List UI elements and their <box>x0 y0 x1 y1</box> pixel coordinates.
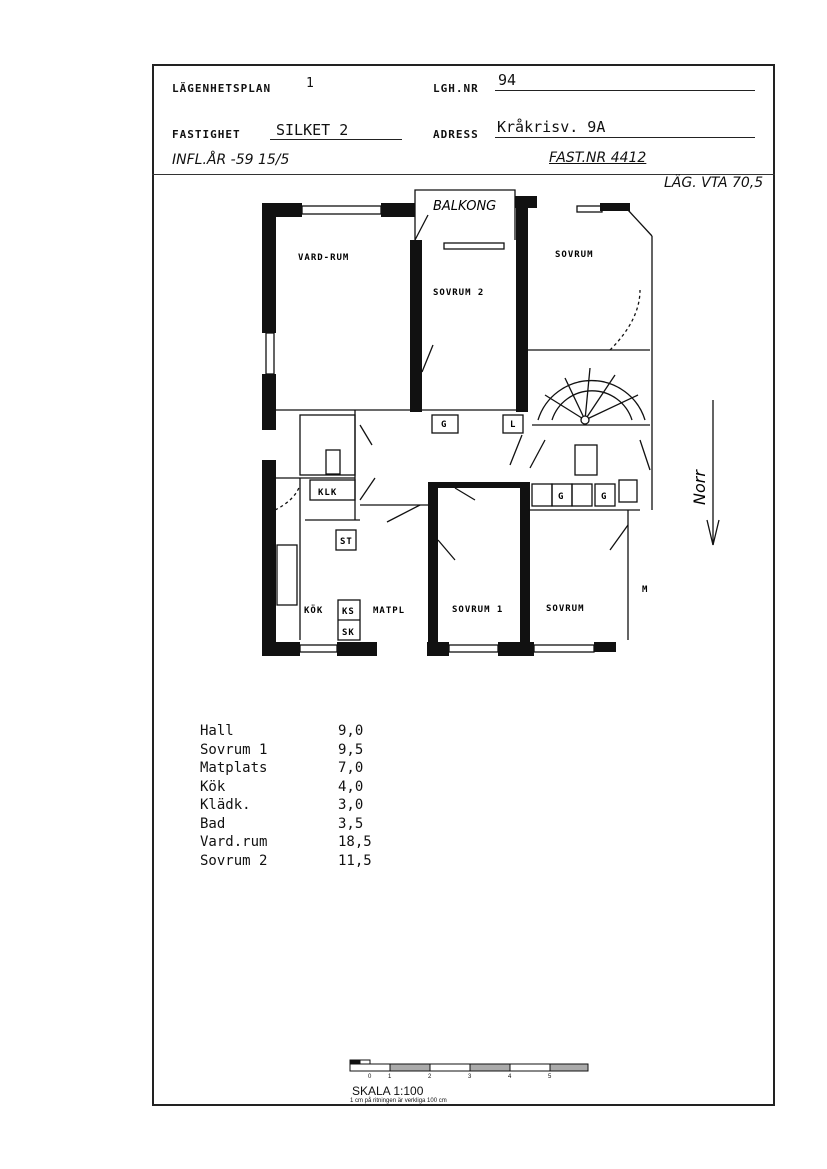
room-klk: KLK <box>318 488 337 498</box>
area-row: Kök 4,0 <box>200 778 372 797</box>
area-row: Matplats 7,0 <box>200 759 372 778</box>
area-value: 11,5 <box>338 852 372 869</box>
lgh-label: LGH.NR <box>433 82 479 95</box>
area-name: Hall <box>200 723 234 739</box>
wall <box>381 203 415 217</box>
scale-title: SKALA 1:100 <box>352 1084 424 1098</box>
wall <box>428 482 528 488</box>
window <box>301 205 382 215</box>
adress-underline <box>495 137 755 138</box>
drawing-frame <box>152 64 775 1106</box>
room-m: M <box>642 585 648 595</box>
wall <box>262 642 300 656</box>
area-row: Klädk. 3,0 <box>200 796 372 815</box>
window <box>299 644 338 653</box>
lgh-value: 94 <box>498 71 517 89</box>
cabinet-g2: G <box>558 492 564 502</box>
north-label: Norr <box>690 469 709 505</box>
header-divider <box>152 174 775 175</box>
plan-label: LÄGENHETSPLAN <box>172 82 272 95</box>
area-row: Sovrum 1 9,5 <box>200 741 372 760</box>
area-name: Bad <box>200 815 226 832</box>
room-vardrum: VARD-RUM <box>298 253 349 263</box>
room-sovrum1: SOVRUM 1 <box>452 605 503 615</box>
scale-tick: 4 <box>508 1074 512 1080</box>
room-sovrum-se: SOVRUM <box>546 604 585 614</box>
area-value: 3,0 <box>338 797 364 813</box>
room-matpl: MATPL <box>373 606 405 616</box>
area-row: Hall 9,0 <box>200 722 372 741</box>
window <box>443 242 505 250</box>
scale-tick: 1 <box>388 1074 392 1080</box>
cabinet-g1: G <box>441 420 447 430</box>
room-st: ST <box>340 537 353 547</box>
room-kok: KÖK <box>304 605 323 616</box>
area-row: Bad 3,5 <box>200 815 372 834</box>
area-value: 9,5 <box>338 741 364 758</box>
wall <box>515 196 537 208</box>
area-name: Vard.rum <box>200 834 268 850</box>
floor-plan: BALKONG VARD-RUM SOVRUM 2 SOVRUM KLK ST … <box>262 189 720 656</box>
wall <box>520 482 530 647</box>
lag-note: LÄG. VTA 70,5 <box>664 175 764 191</box>
balcony-label: BALKONG <box>433 199 496 214</box>
window <box>265 332 275 375</box>
wall <box>516 196 528 412</box>
cabinet-l1: L <box>510 420 516 430</box>
wall <box>262 203 276 333</box>
window <box>576 205 603 213</box>
cabinet-g3: G <box>601 492 607 502</box>
area-value: 3,5 <box>338 815 364 832</box>
area-value: 9,0 <box>338 723 364 739</box>
scale-subtitle: 1 cm på ritningen är verkliga 100 cm <box>350 1098 447 1104</box>
wall <box>428 482 438 647</box>
area-name: Klädk. <box>200 797 251 813</box>
area-value: 7,0 <box>338 760 364 776</box>
fastighet-label: FASTIGHET <box>172 128 241 141</box>
area-value: 18,5 <box>338 834 372 850</box>
lgh-underline <box>495 90 755 91</box>
area-name: Sovrum 2 <box>200 852 268 869</box>
area-name: Kök <box>200 778 226 795</box>
room-sovrum2: SOVRUM 2 <box>433 288 484 298</box>
fastighet-value: SILKET 2 <box>276 121 349 139</box>
scale-tick: 2 <box>428 1074 432 1080</box>
window <box>448 644 499 653</box>
scale-tick: 0 <box>368 1074 372 1080</box>
room-sovrum-ne: SOVRUM <box>555 250 594 260</box>
fast-nr-note: FAST.NR 4412 <box>549 150 647 166</box>
infl-note: INFL.ÅR -59 15/5 <box>172 152 290 168</box>
wall <box>262 460 276 655</box>
area-row: Vard.rum 18,5 <box>200 833 372 852</box>
wall <box>600 203 630 211</box>
wall <box>262 374 276 430</box>
scale-tick: 3 <box>468 1074 472 1080</box>
adress-value: Kråkrisv. 9A <box>497 118 606 136</box>
window <box>533 644 595 653</box>
scale-bar: 0 1 2 3 4 5 <box>349 1059 589 1080</box>
fastighet-underline <box>270 139 402 140</box>
plan-value: 1 <box>306 76 314 91</box>
area-name: Matplats <box>200 760 268 776</box>
area-name: Sovrum 1 <box>200 741 268 758</box>
wall <box>594 642 616 652</box>
adress-label: ADRESS <box>433 128 479 141</box>
area-row: Sovrum 2 11,5 <box>200 852 372 871</box>
area-value: 4,0 <box>338 778 364 795</box>
cabinet-sk: SK <box>342 628 355 638</box>
wall <box>262 203 302 217</box>
wall <box>410 240 422 412</box>
wall <box>337 642 377 656</box>
scale-tick: 5 <box>548 1074 552 1080</box>
cabinet-ks: KS <box>342 607 355 617</box>
